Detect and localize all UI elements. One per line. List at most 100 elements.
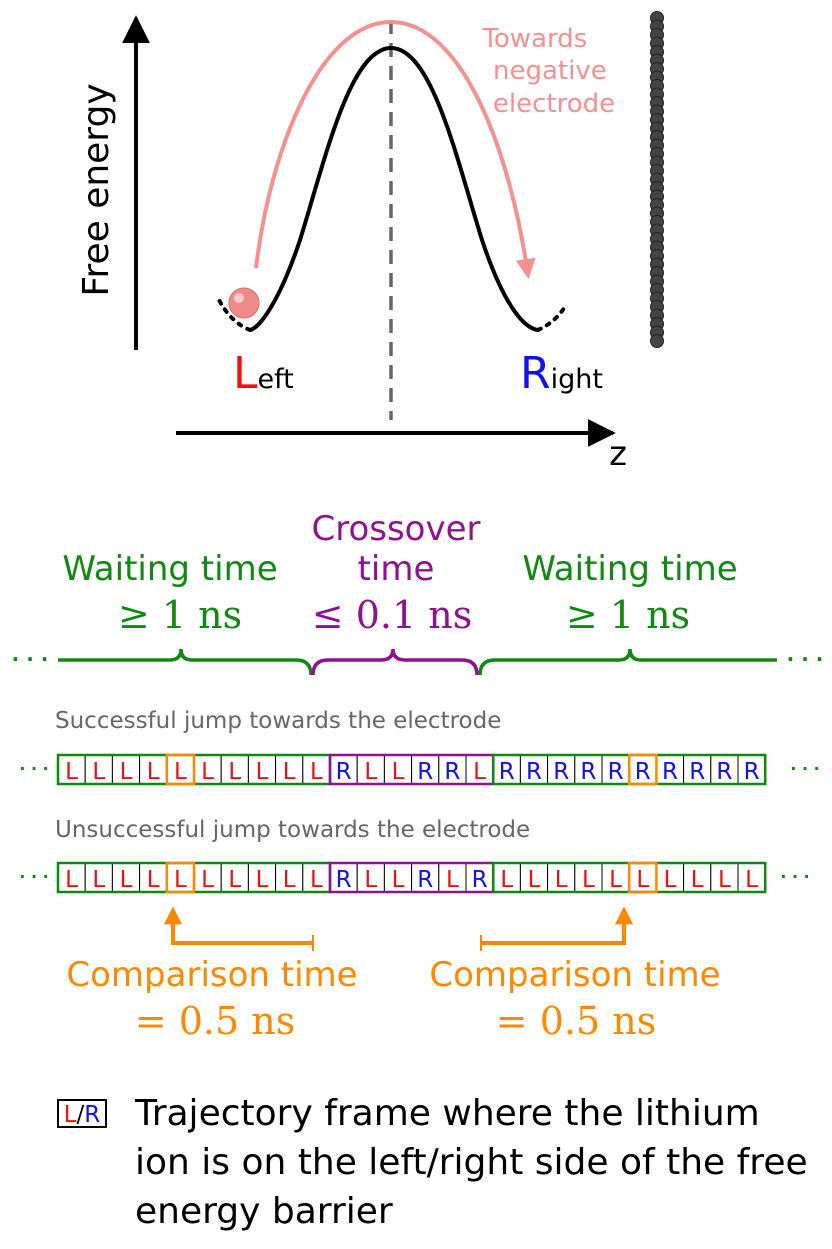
- comparison-time: Comparison time = 0.5 ns Comparison time…: [66, 906, 721, 1043]
- row-ellipsis-right: · · ·: [780, 867, 809, 886]
- frame-label-left: L: [446, 867, 459, 893]
- crossover-time-brace: [311, 648, 479, 676]
- electrode-atom: [650, 334, 664, 348]
- frame-label-left: L: [147, 759, 160, 785]
- brace-ellipsis-right: · · ·: [787, 647, 824, 671]
- frame-label-right: R: [444, 759, 460, 785]
- frame-label-right: R: [716, 759, 732, 785]
- frame-label-left: L: [92, 867, 105, 893]
- comparison-time-left-value: = 0.5 ns: [135, 999, 295, 1043]
- comparison-right-arrow: [481, 906, 633, 945]
- frame-label-left: L: [256, 759, 269, 785]
- frame-cell: [383, 862, 413, 893]
- frame-label-left: L: [392, 759, 405, 785]
- frame-cell: [329, 862, 358, 893]
- frame-label-left: L: [582, 867, 595, 893]
- frame-label-right: R: [608, 759, 624, 785]
- frame-label-left: L: [174, 759, 187, 785]
- frame-label-left: L: [283, 867, 296, 893]
- legend-description: Trajectory frame where the lithium ion i…: [135, 1093, 808, 1232]
- frame-label-right: R: [417, 759, 433, 785]
- comparison-time-right-value: = 0.5 ns: [496, 999, 656, 1043]
- frame-label-right: R: [336, 759, 352, 785]
- frame-label-right: R: [526, 759, 542, 785]
- frame-label-right: R: [635, 759, 651, 785]
- frame-label-right: R: [744, 759, 760, 785]
- frame-label-left: L: [364, 867, 377, 893]
- waiting-time-right-label: Waiting time: [522, 549, 737, 589]
- frame-label-right: R: [499, 759, 515, 785]
- frame-label-left: L: [392, 867, 405, 893]
- frame-cell: [737, 754, 766, 785]
- left-well-dotted: [216, 296, 252, 332]
- comparison-frame-highlight: [165, 861, 196, 894]
- frame-label-left: L: [718, 867, 731, 893]
- brace-ellipsis-left: · · ·: [12, 647, 49, 671]
- waiting-time-left-label: Waiting time: [62, 549, 277, 589]
- energy-plot: Free energy z Towards negative electrode…: [76, 11, 664, 474]
- frame-label-left: L: [174, 867, 187, 893]
- frame-label-left: L: [310, 867, 323, 893]
- frame-label-left: L: [528, 867, 541, 893]
- successful-jump-caption: Successful jump towards the electrode: [55, 708, 501, 734]
- electrode-atom-column: [650, 11, 664, 348]
- x-axis-label: z: [609, 434, 627, 474]
- frame-cell: [302, 754, 331, 785]
- waiting-time-right-brace: [478, 648, 777, 676]
- comparison-frame-highlight: [627, 753, 658, 786]
- frame-label-left: L: [500, 867, 513, 893]
- frame-label-left: L: [609, 867, 622, 893]
- towards-electrode-label: Towards negative electrode: [481, 24, 615, 119]
- frame-label-left: L: [201, 759, 214, 785]
- frame-label-left: L: [364, 759, 377, 785]
- comparison-frame-highlight: [165, 753, 196, 786]
- svg-text:L/R: L/R: [64, 1102, 101, 1128]
- frame-cell: [601, 754, 630, 785]
- frame-cell: [438, 862, 467, 893]
- frame-label-left: L: [228, 759, 241, 785]
- y-axis-label: Free energy: [76, 83, 117, 296]
- frame-label-left: L: [92, 759, 105, 785]
- right-well-dotted: [536, 303, 568, 332]
- unsuccessful-jump-row: Unsuccessful jump towards the electrode …: [19, 817, 810, 894]
- frame-label-left: L: [65, 867, 78, 893]
- frame-cell: [84, 754, 113, 785]
- frame-label-left: L: [310, 759, 323, 785]
- frame-label-right: R: [417, 867, 433, 893]
- frame-cell: [547, 754, 576, 785]
- frame-label-left: L: [664, 867, 677, 893]
- frame-label-right: R: [689, 759, 705, 785]
- crossover-time-label-line2: time: [358, 549, 435, 589]
- row-ellipsis-left: · · ·: [19, 759, 48, 778]
- legend-frame-icon: L/R: [57, 1099, 107, 1128]
- frame-label-left: L: [691, 867, 704, 893]
- crossover-time-value: ≤ 0.1 ns: [312, 593, 472, 637]
- frame-label-left: L: [636, 867, 649, 893]
- waiting-time-right-value: ≥ 1 ns: [566, 593, 690, 637]
- crossover-time-label-line1: Crossover: [311, 509, 480, 549]
- frame-label-left: L: [65, 759, 78, 785]
- jump-direction-arrow: [254, 19, 536, 279]
- comparison-time-right-label: Comparison time: [429, 955, 720, 995]
- comparison-frame-highlight: [627, 861, 658, 894]
- row-ellipsis-left: · · ·: [19, 867, 48, 886]
- frame-cell: [465, 754, 494, 785]
- left-label: Left: [233, 348, 294, 399]
- frame-label-right: R: [336, 867, 352, 893]
- frame-label-left: L: [120, 759, 133, 785]
- frame-label-left: L: [555, 867, 568, 893]
- frame-label-right: R: [662, 759, 678, 785]
- timeline-labels: Waiting time ≥ 1 ns Crossover time ≤ 0.1…: [12, 509, 824, 676]
- frame-label-left: L: [228, 867, 241, 893]
- frame-cell: [574, 862, 603, 893]
- frame-cell: [139, 754, 168, 785]
- lithium-ion: [228, 287, 260, 319]
- frame-label-right: R: [580, 759, 596, 785]
- frame-label-right: R: [472, 867, 488, 893]
- frame-label-left: L: [201, 867, 214, 893]
- frame-label-left: L: [283, 759, 296, 785]
